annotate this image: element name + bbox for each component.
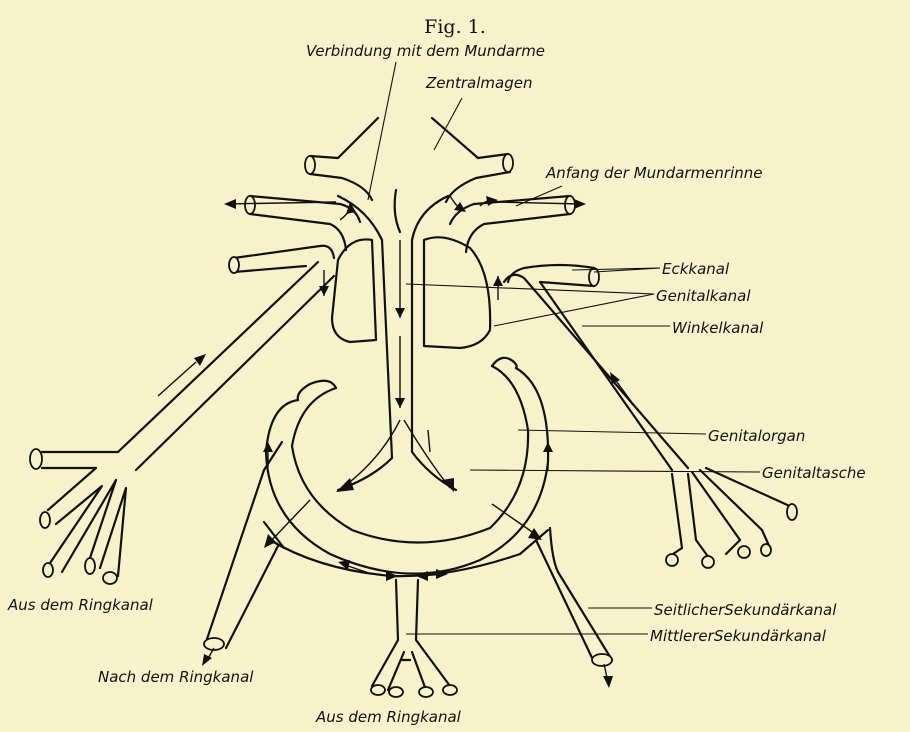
left-lower-branches — [30, 449, 126, 584]
upper-right-branch-outer — [432, 118, 508, 158]
label-genitaltasche: Genitaltasche — [762, 464, 866, 482]
upper-right-branch-inner — [446, 172, 510, 202]
arrow-head-stomach-right — [442, 478, 454, 492]
label-eckkanal: Eckkanal — [662, 260, 730, 278]
median-canal-right-inner — [412, 652, 426, 690]
right-lateral-canal-inner — [550, 528, 612, 660]
upper-left-branch-inner — [310, 174, 372, 200]
median-canal-left-inner — [388, 652, 404, 690]
upper-right-branch-opening — [503, 154, 513, 172]
right-lower-branches — [666, 468, 797, 568]
figure-title: Fig. 1. — [424, 16, 486, 38]
right-terminal-opening-2 — [702, 556, 714, 568]
central-stomach-right-wall — [412, 196, 456, 490]
right-corner-canal-opening — [589, 268, 599, 286]
left-corner-canal-lower — [234, 266, 306, 272]
left-angle-canal-outer — [42, 262, 318, 452]
arrow-head-stomach-2 — [395, 398, 405, 408]
median-canal-right-outer — [416, 580, 450, 686]
arrow-head-right-oral-out — [574, 199, 586, 209]
median-canal-opening-1 — [371, 685, 385, 695]
left-oral-canal-opening — [245, 196, 255, 214]
median-secondary-canal — [371, 580, 457, 697]
arrow-head-right-genital — [493, 276, 503, 286]
left-genital-canal — [332, 239, 376, 342]
upper-left-branch-opening — [305, 156, 315, 174]
left-terminal-opening-5 — [103, 572, 117, 584]
arrow-head-left-ring-upper — [263, 442, 273, 452]
right-oral-canal-lower — [466, 214, 570, 252]
right-lateral-secondary-canal — [536, 528, 612, 666]
arrow-head-right-lateral-out — [603, 676, 613, 688]
label-seitlicher: SeitlicherSekundärkanal — [654, 601, 837, 619]
leader-genitaltasche — [470, 470, 760, 472]
label-mittlerer: MittlererSekundärkanal — [650, 627, 827, 645]
right-terminal-opening-5 — [787, 504, 797, 520]
median-canal-opening-4 — [443, 685, 457, 695]
arrow-head-left-oral-out — [224, 199, 236, 209]
right-terminal-opening-1 — [666, 554, 678, 566]
left-corner-canal-upper — [234, 246, 334, 258]
right-terminal-opening-3 — [738, 546, 750, 558]
left-corner-canal — [42, 246, 334, 470]
label-verbindung: Verbindung mit dem Mundarme — [306, 42, 545, 60]
arrow-left-angle-canal — [158, 362, 196, 396]
upper-right-arm-branch — [432, 118, 575, 252]
label-genitalkanal: Genitalkanal — [656, 287, 751, 305]
arrow-head-left-angle-canal — [194, 354, 206, 366]
arrow-head-left-genital — [319, 286, 329, 296]
right-terminal-opening-4 — [761, 544, 771, 556]
right-oral-canal-opening — [565, 196, 575, 214]
label-anfang: Anfang der Mundarmenrinne — [545, 164, 762, 182]
label-nach-dem-ringkanal: Nach dem Ringkanal — [98, 668, 254, 686]
arrow-head-right-oral-up — [486, 196, 498, 206]
left-terminal-opening-2 — [40, 512, 50, 528]
label-zentralmagen: Zentralmagen — [425, 74, 532, 92]
right-corner-canal-lower — [540, 282, 672, 470]
left-oral-canal-lower — [250, 214, 346, 250]
right-terminal-branch-2 — [688, 474, 712, 562]
arrow-genital-to-left-lateral — [268, 500, 310, 544]
genital-organ-right-cap — [492, 358, 517, 368]
upper-left-branch-outer — [310, 118, 378, 158]
left-corner-canal-opening — [229, 257, 239, 273]
label-winkelkanal: Winkelkanal — [672, 319, 764, 337]
arrow-head-right-ring-upper — [543, 442, 553, 452]
arrow-stomach-right — [404, 420, 450, 488]
median-canal-left-outer — [372, 580, 398, 686]
leader-verbindung — [368, 62, 396, 200]
label-genitalorgan: Genitalorgan — [708, 427, 805, 445]
right-corner-canal-upper — [508, 265, 594, 282]
left-lateral-secondary-canal — [204, 442, 282, 650]
arrow-head-stomach-1 — [395, 308, 405, 318]
label-aus-dem-ringkanal-left: Aus dem Ringkanal — [7, 596, 154, 614]
median-canal-opening-3 — [419, 687, 433, 697]
central-stomach — [338, 190, 456, 490]
left-terminal-opening-4 — [85, 558, 95, 574]
left-terminal-branch-1 — [42, 468, 96, 510]
left-terminal-opening-1 — [30, 449, 42, 469]
central-stomach-notch — [395, 190, 400, 232]
left-terminal-opening-3 — [43, 563, 53, 577]
arrow-head-left-lateral-out — [202, 654, 212, 666]
left-terminal-branch-2 — [48, 486, 102, 566]
median-canal-opening-2 — [389, 687, 403, 697]
arrow-left-oral-out — [226, 202, 336, 204]
right-lateral-canal-opening — [592, 654, 612, 666]
genital-organ-ring — [266, 358, 548, 574]
right-lateral-canal-outer — [536, 540, 594, 662]
arrow-stomach-tick — [428, 430, 430, 452]
ring-canal-connection — [264, 522, 548, 576]
label-aus-dem-ringkanal-bottom: Aus dem Ringkanal — [315, 708, 462, 726]
genital-organ-inner-edge — [292, 366, 528, 543]
leader-genitalkanal-2 — [494, 294, 654, 326]
left-angle-canal-inner — [136, 276, 334, 470]
right-genital-canal — [424, 237, 490, 348]
upper-left-arm-branch — [245, 118, 378, 250]
right-terminal-branch-1 — [670, 474, 682, 556]
right-oral-canal-upper — [450, 196, 570, 224]
